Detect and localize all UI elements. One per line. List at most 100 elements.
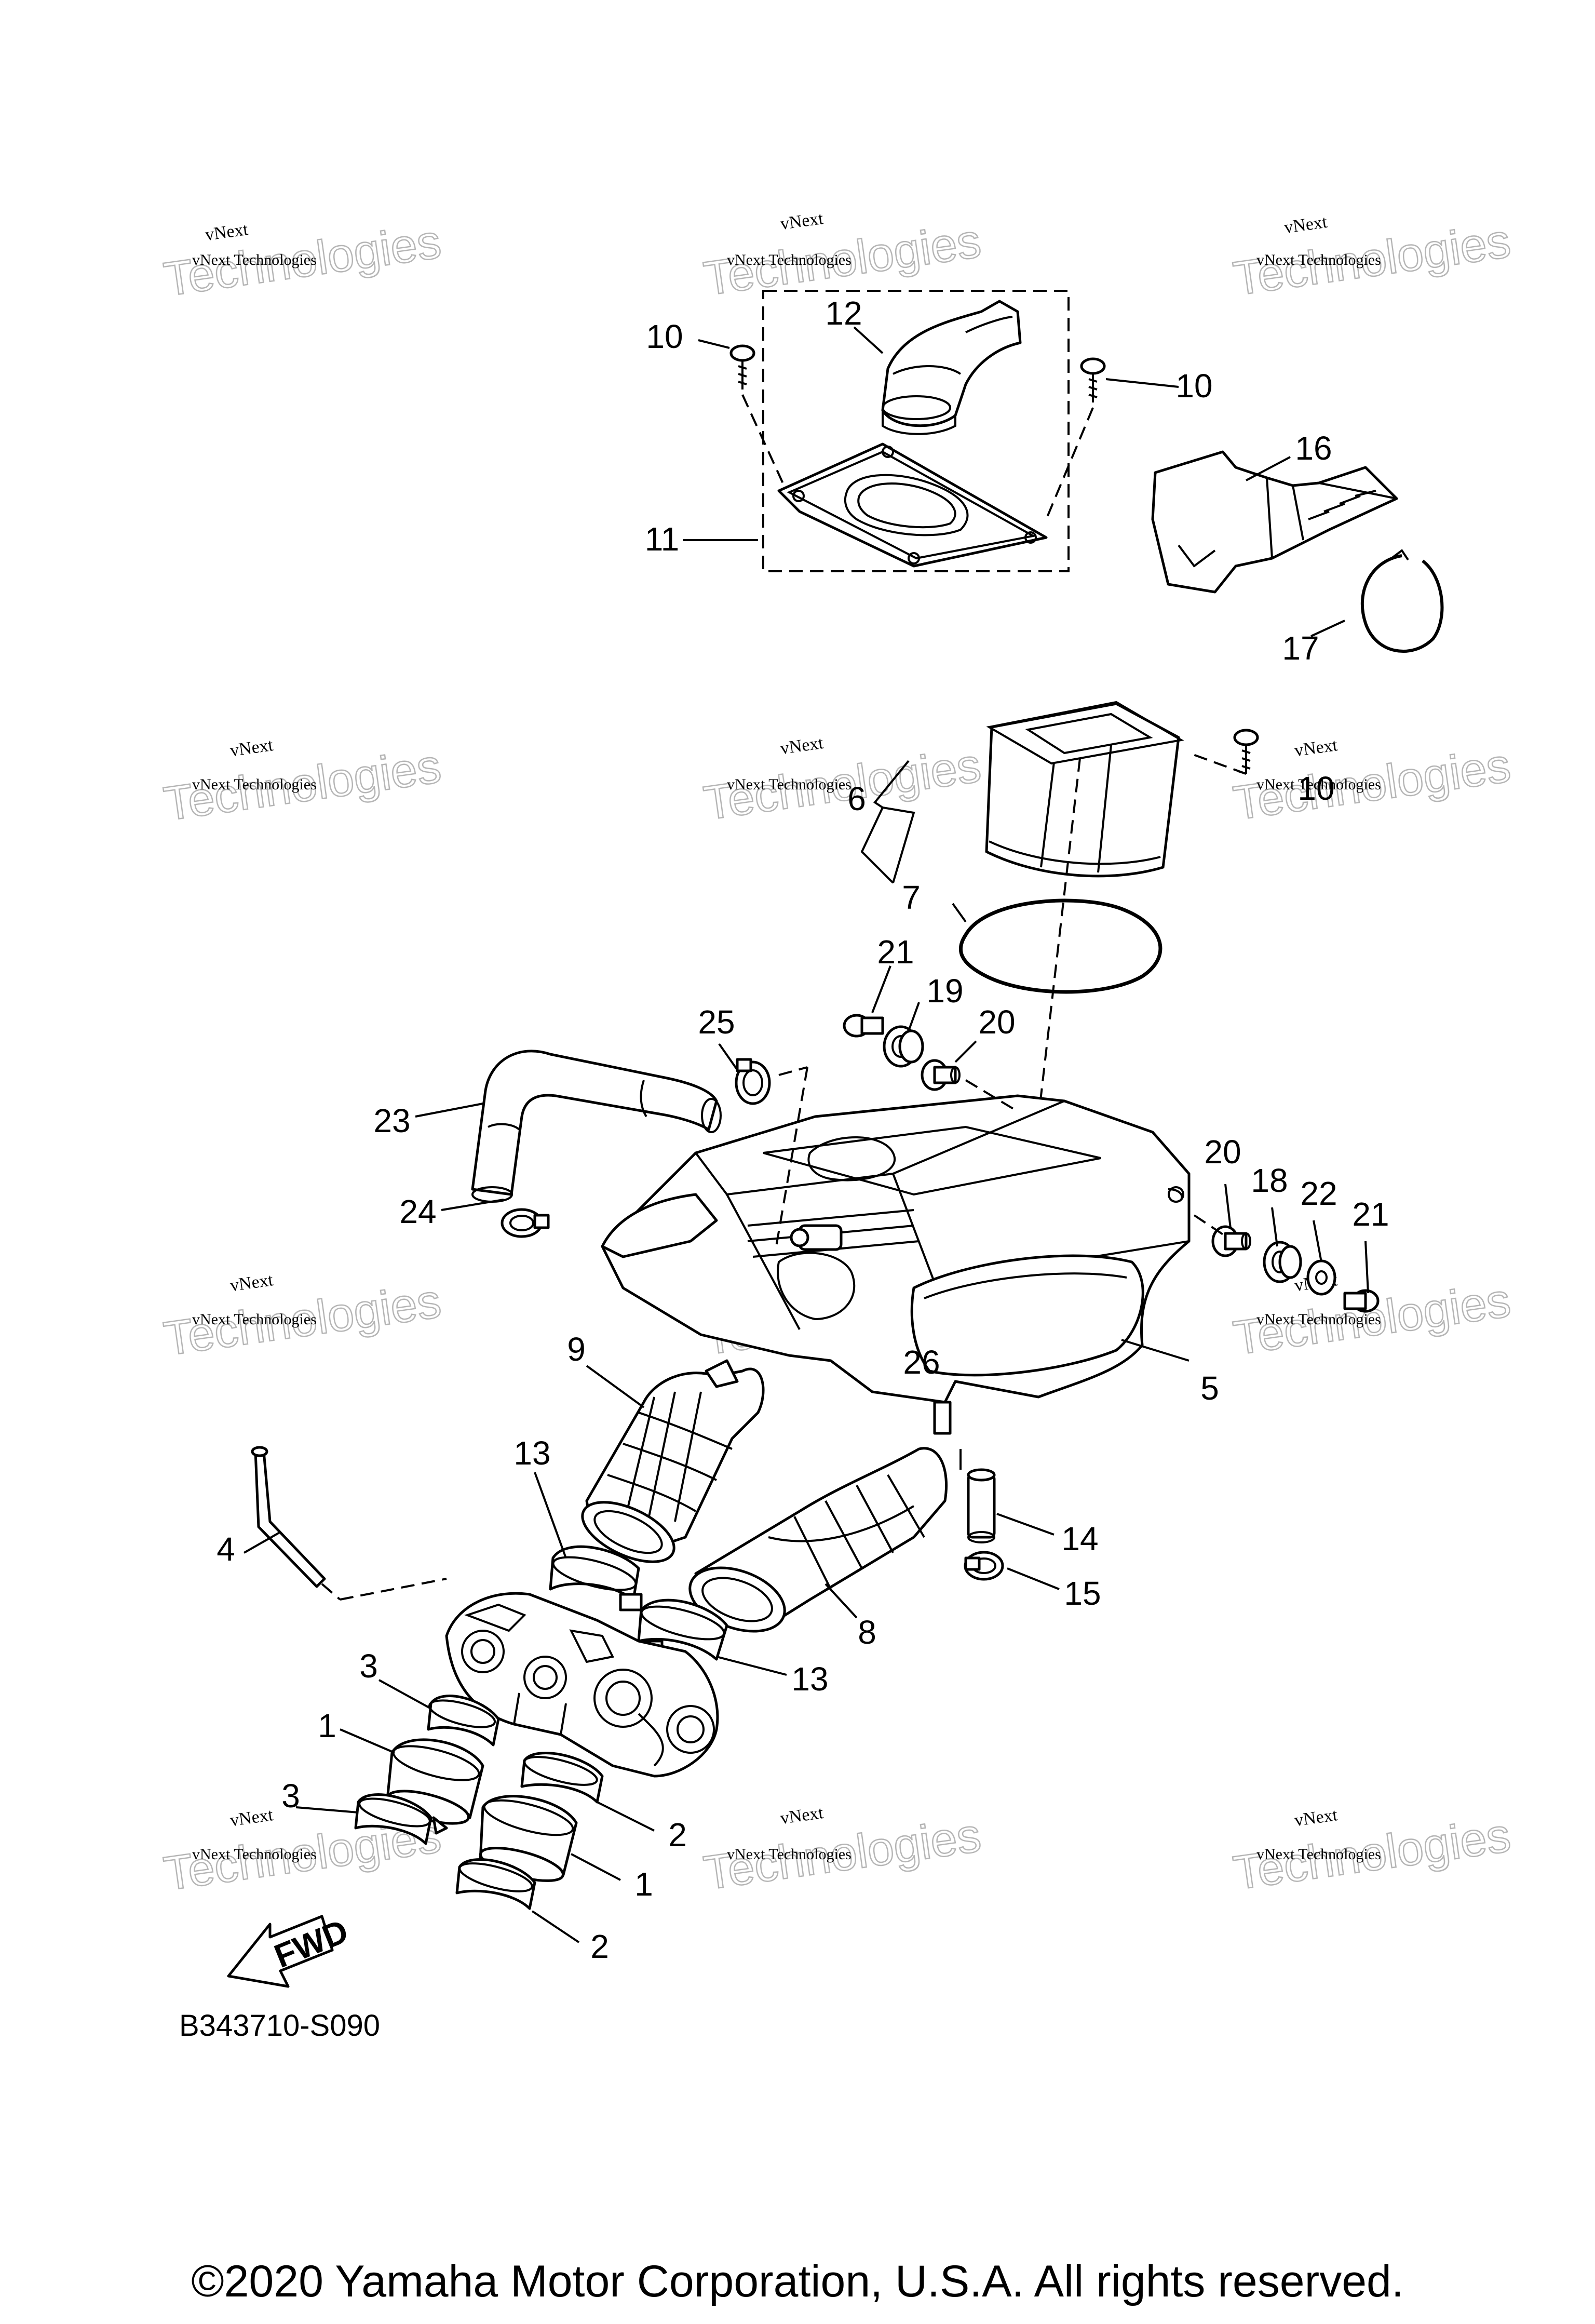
breather-hose [471, 1050, 722, 1203]
bolt-icon [1343, 1289, 1380, 1313]
callout-3: 3 [281, 1777, 300, 1815]
copyright-notice: ©2020 Yamaha Motor Corporation, U.S.A. A… [191, 2256, 1404, 2306]
callout-14: 14 [1061, 1520, 1098, 1557]
svg-text:vNext Technologies: vNext Technologies [1256, 776, 1381, 793]
air-box [601, 1094, 1191, 1435]
callout-6: 6 [847, 780, 866, 817]
callout-8: 8 [858, 1614, 876, 1651]
svg-text:vNext Technologies: vNext Technologies [727, 1846, 851, 1863]
intake-boot [385, 1738, 484, 1835]
callout-13: 13 [791, 1660, 828, 1698]
callout-25: 25 [698, 1003, 735, 1041]
svg-text:vNext Technologies: vNext Technologies [727, 251, 851, 268]
callout-11: 11 [645, 520, 679, 558]
bracket [1151, 450, 1398, 594]
fwd-arrow-icon: FWD [227, 1912, 353, 1988]
callout-2: 2 [590, 1928, 609, 1965]
watermark: Technologies vNext vNext Technologies [160, 214, 445, 307]
svg-text:vNext Technologies: vNext Technologies [1256, 1846, 1381, 1863]
leader-lines [244, 326, 1369, 1943]
svg-text:vNext: vNext [204, 220, 250, 245]
callout-21: 21 [1352, 1195, 1389, 1233]
callout-2: 2 [668, 1816, 687, 1853]
gasket [959, 898, 1163, 994]
svg-text:vNext Technologies: vNext Technologies [192, 1311, 317, 1328]
watermark: Technologies vNext vNext Technologies [1229, 735, 1515, 830]
svg-text:vNext: vNext [779, 209, 825, 234]
callout-23: 23 [373, 1102, 410, 1139]
screw-icon [1080, 357, 1106, 402]
svg-text:vNext: vNext [229, 1270, 275, 1295]
callout-1: 1 [634, 1865, 653, 1903]
hose-clamp-icon [964, 1551, 1004, 1581]
diagram-code: B343710-S090 [179, 2009, 380, 2043]
callout-26: 26 [903, 1344, 940, 1381]
svg-text:vNext: vNext [779, 1803, 825, 1828]
spacer-ring [455, 1858, 536, 1910]
svg-text:vNext Technologies: vNext Technologies [1256, 251, 1381, 268]
vacuum-hose [251, 1446, 326, 1588]
screw-icon [1233, 729, 1259, 774]
callout-16: 16 [1295, 429, 1332, 467]
svg-text:vNext Technologies: vNext Technologies [192, 1846, 317, 1863]
callout-24: 24 [399, 1193, 436, 1230]
svg-text:vNext Technologies: vNext Technologies [192, 251, 317, 268]
svg-text:vNext: vNext [229, 1805, 275, 1830]
callout-4: 4 [217, 1530, 235, 1568]
callout-15: 15 [1064, 1575, 1101, 1612]
svg-text:vNext: vNext [1293, 735, 1339, 760]
throttle-body [445, 1592, 719, 1778]
callout-labels: 12 10 10 11 16 17 6 7 10 21 19 20 25 23 … [217, 294, 1389, 1965]
callout-5: 5 [1200, 1369, 1219, 1407]
callout-17: 17 [1282, 629, 1319, 667]
cover-plate [777, 442, 1048, 568]
hose-clamp-icon [735, 1058, 771, 1105]
drain-hose [967, 1468, 996, 1543]
callout-1: 1 [318, 1707, 336, 1744]
callout-12: 12 [825, 294, 862, 332]
bolt-icon [843, 1014, 884, 1038]
watermark: Technologies vNext vNext Technologies [160, 1270, 445, 1366]
callout-18: 18 [1251, 1162, 1288, 1199]
spacer-ring [427, 1695, 500, 1747]
callout-20: 20 [1204, 1133, 1241, 1171]
callout-9: 9 [567, 1331, 586, 1368]
assembly-dashed-box [762, 290, 1070, 572]
intake-boot [479, 1795, 578, 1882]
callout-19: 19 [926, 972, 963, 1010]
svg-text:vNext Technologies: vNext Technologies [192, 776, 317, 793]
cover-assembly [729, 290, 1106, 572]
callout-20: 20 [978, 1003, 1015, 1041]
watermark: Technologies vNext vNext Technologies [1229, 212, 1515, 306]
svg-text:vNext: vNext [779, 733, 825, 758]
hose-clamp-icon [501, 1208, 550, 1238]
svg-text:vNext: vNext [1283, 212, 1329, 237]
callout-3: 3 [359, 1647, 378, 1685]
screw-icon [729, 344, 755, 389]
clamp-band [549, 1545, 643, 1611]
grommet-icon [1263, 1241, 1302, 1283]
watermark: Technologies vNext vNext Technologies [700, 1803, 985, 1901]
svg-text:vNext: vNext [1293, 1805, 1339, 1830]
watermark: Technologies vNext vNext Technologies [700, 733, 985, 831]
collar-icon [1211, 1225, 1251, 1257]
circlip [1360, 549, 1444, 653]
callout-10: 10 [646, 318, 683, 355]
collar-icon [921, 1059, 961, 1091]
callout-13: 13 [513, 1434, 550, 1472]
callout-10: 10 [1175, 367, 1212, 405]
watermark: Technologies vNext vNext Technologies [1229, 1270, 1515, 1365]
intake-joint [581, 1359, 765, 1563]
callout-7: 7 [902, 879, 921, 916]
callout-10: 10 [1297, 770, 1334, 807]
washer-icon [1306, 1259, 1336, 1296]
spacer-ring [520, 1752, 604, 1804]
callout-21: 21 [877, 933, 914, 971]
intake-joint [688, 1447, 948, 1633]
intake-duct [881, 300, 1022, 435]
grommet-icon [883, 1025, 924, 1068]
watermark: Technologies vNext vNext Technologies [1229, 1805, 1515, 1900]
svg-text:vNext: vNext [229, 735, 275, 760]
callout-22: 22 [1300, 1175, 1337, 1212]
